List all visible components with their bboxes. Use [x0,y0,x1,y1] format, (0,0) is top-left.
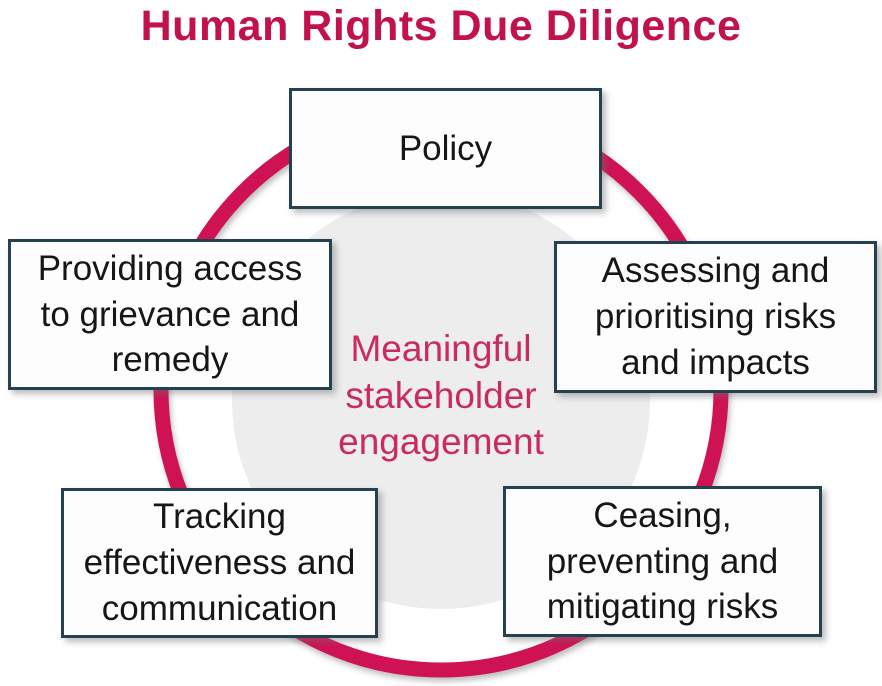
node-grievance-remedy: Providing access to grievance and remedy [8,239,332,390]
center-stakeholder-label: Meaningful stakeholder engagement [338,328,544,463]
node-tracking-effectiveness: Tracking effectiveness and communication [61,488,378,638]
node-assessing-risks-label: Assessing and prioritising risks and imp… [594,251,837,382]
node-assessing-risks: Assessing and prioritising risks and imp… [554,241,877,393]
page-title: Human Rights Due Diligence [140,2,742,50]
node-tracking-effectiveness-label: Tracking effectiveness and communication [83,497,356,628]
node-policy-label: Policy [398,128,493,168]
node-ceasing-preventing: Ceasing, preventing and mitigating risks [503,486,822,637]
node-ceasing-preventing-label: Ceasing, preventing and mitigating risks [546,495,779,627]
node-policy: Policy [289,88,602,209]
node-grievance-remedy-label: Providing access to grievance and remedy [37,248,303,380]
